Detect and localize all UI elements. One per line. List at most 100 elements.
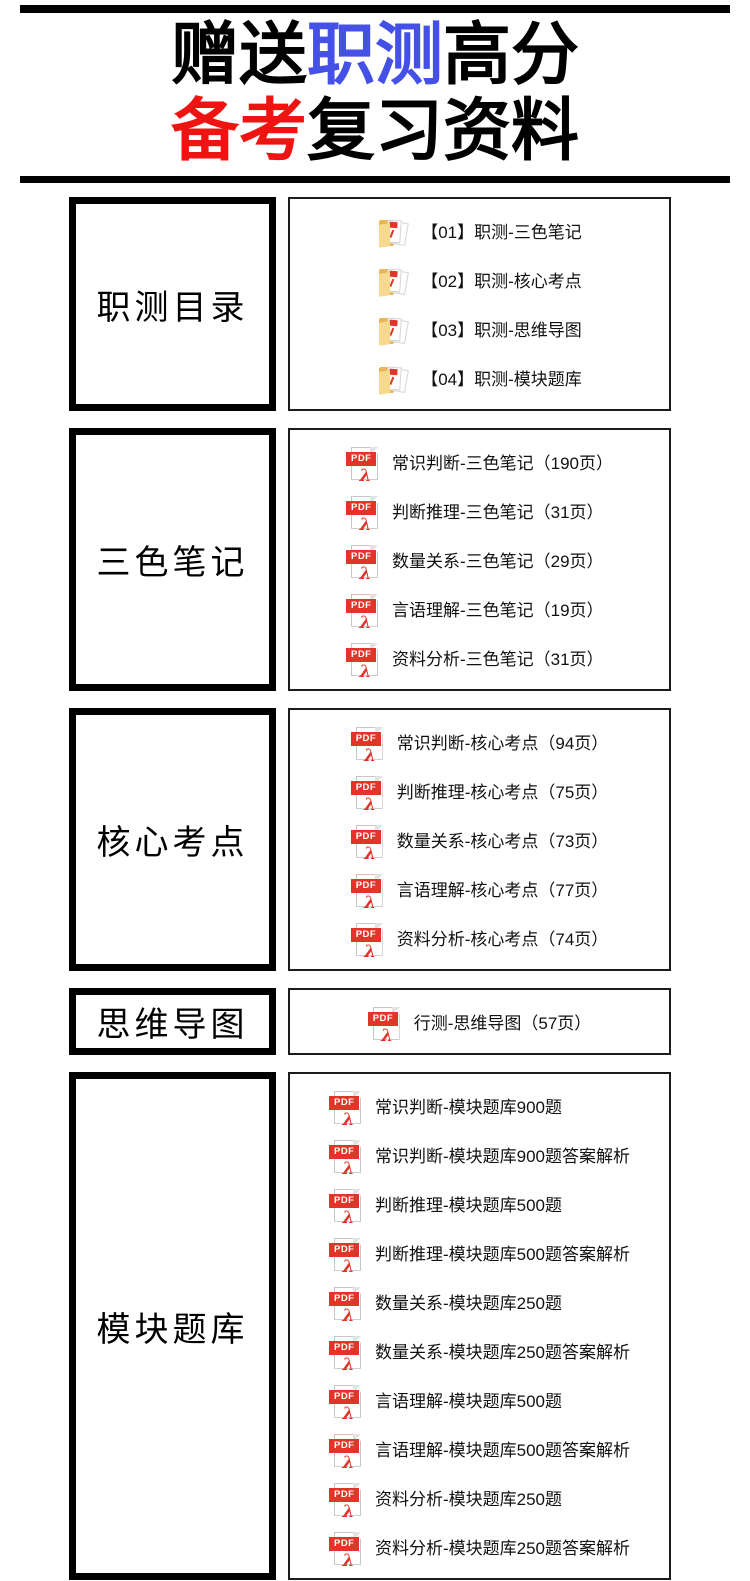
section-label-box: 思维导图 bbox=[69, 988, 276, 1056]
pdf-mark bbox=[389, 328, 395, 337]
pdf-badge: PDF bbox=[328, 1242, 360, 1257]
pdf-mark bbox=[389, 319, 398, 327]
pdf-badge: PDF bbox=[328, 1291, 360, 1306]
file-name: 【02】职测-核心考点 bbox=[421, 272, 582, 292]
file-name: 【01】职测-三色笔记 bbox=[421, 223, 582, 243]
pdf-badge: PDF bbox=[350, 829, 382, 844]
pdf-badge: PDF bbox=[345, 451, 377, 466]
acrobat-glyph: λ bbox=[359, 563, 372, 584]
pdf-folder-icon bbox=[377, 266, 411, 299]
pdf-badge: PDF bbox=[328, 1144, 360, 1159]
acrobat-glyph: λ bbox=[342, 1403, 355, 1424]
pdf-badge: PDF bbox=[328, 1536, 360, 1551]
file-name: 数量关系-三色笔记（29页） bbox=[391, 552, 604, 572]
pdf-badge: PDF bbox=[345, 500, 377, 515]
section-zhice-catalog: 职测目录 【01】职测-三色笔记【02】职测-核心考点【03】职测-思维导图【04… bbox=[69, 197, 750, 412]
file-item[interactable]: 【04】职测-模块题库 bbox=[377, 353, 582, 402]
file-item[interactable]: 【01】职测-三色笔记 bbox=[377, 206, 582, 255]
section-label-box: 职测目录 bbox=[69, 197, 276, 412]
title-line-2: 备考复习资料 bbox=[0, 93, 750, 169]
pdf-badge: PDF bbox=[350, 878, 382, 893]
acrobat-glyph: λ bbox=[364, 892, 377, 913]
acrobat-glyph: λ bbox=[364, 941, 377, 962]
pdf-folder-icon bbox=[377, 315, 411, 348]
pdf-badge: PDF bbox=[350, 780, 382, 795]
pdf-badge: PDF bbox=[367, 1011, 399, 1026]
file-name: 常识判断-三色笔记（190页） bbox=[391, 454, 614, 474]
pdf-mark bbox=[389, 230, 395, 239]
file-name: 数量关系-模块题库250题答案解析 bbox=[374, 1343, 631, 1363]
file-item[interactable]: 【03】职测-思维导图 bbox=[377, 304, 582, 353]
file-name: 资料分析-模块题库250题 bbox=[374, 1490, 563, 1510]
title-segment: 职测 bbox=[306, 17, 443, 93]
sections-container: 职测目录 【01】职测-三色笔记【02】职测-核心考点【03】职测-思维导图【04… bbox=[0, 197, 750, 1581]
file-item[interactable]: 【02】职测-核心考点 bbox=[377, 255, 582, 304]
pdf-badge: PDF bbox=[350, 731, 382, 746]
header-divider bbox=[20, 176, 730, 184]
file-name: 常识判断-模块题库900题答案解析 bbox=[374, 1147, 631, 1167]
acrobat-glyph: λ bbox=[342, 1158, 355, 1179]
file-name: 言语理解-模块题库500题答案解析 bbox=[374, 1441, 631, 1461]
pdf-badge: PDF bbox=[328, 1193, 360, 1208]
top-bar bbox=[20, 5, 730, 13]
file-name: 资料分析-三色笔记（31页） bbox=[391, 650, 604, 670]
acrobat-glyph: λ bbox=[364, 843, 377, 864]
acrobat-glyph: λ bbox=[342, 1501, 355, 1522]
acrobat-glyph: λ bbox=[359, 612, 372, 633]
section-label: 核心考点 bbox=[96, 825, 249, 863]
pdf-badge: PDF bbox=[328, 1438, 360, 1453]
section-label-box: 模块题库 bbox=[69, 1072, 276, 1581]
pdf-badge: PDF bbox=[345, 549, 377, 564]
pdf-badge: PDF bbox=[328, 1389, 360, 1404]
file-name: 数量关系-核心考点（73页） bbox=[396, 832, 609, 852]
pdf-mark bbox=[389, 221, 398, 229]
pdf-mark bbox=[389, 270, 398, 278]
folder-front-flap bbox=[379, 223, 391, 249]
file-name: 判断推理-核心考点（75页） bbox=[396, 783, 609, 803]
file-name: 常识判断-核心考点（94页） bbox=[396, 734, 609, 754]
file-name: 言语理解-核心考点（77页） bbox=[396, 881, 609, 901]
title-segment: 备考 bbox=[170, 93, 307, 170]
acrobat-glyph: λ bbox=[342, 1207, 355, 1228]
section-label-box: 核心考点 bbox=[69, 708, 276, 972]
file-name: 判断推理-模块题库500题答案解析 bbox=[374, 1245, 631, 1265]
acrobat-glyph: λ bbox=[364, 794, 377, 815]
file-name: 判断推理-模块题库500题 bbox=[374, 1196, 563, 1216]
